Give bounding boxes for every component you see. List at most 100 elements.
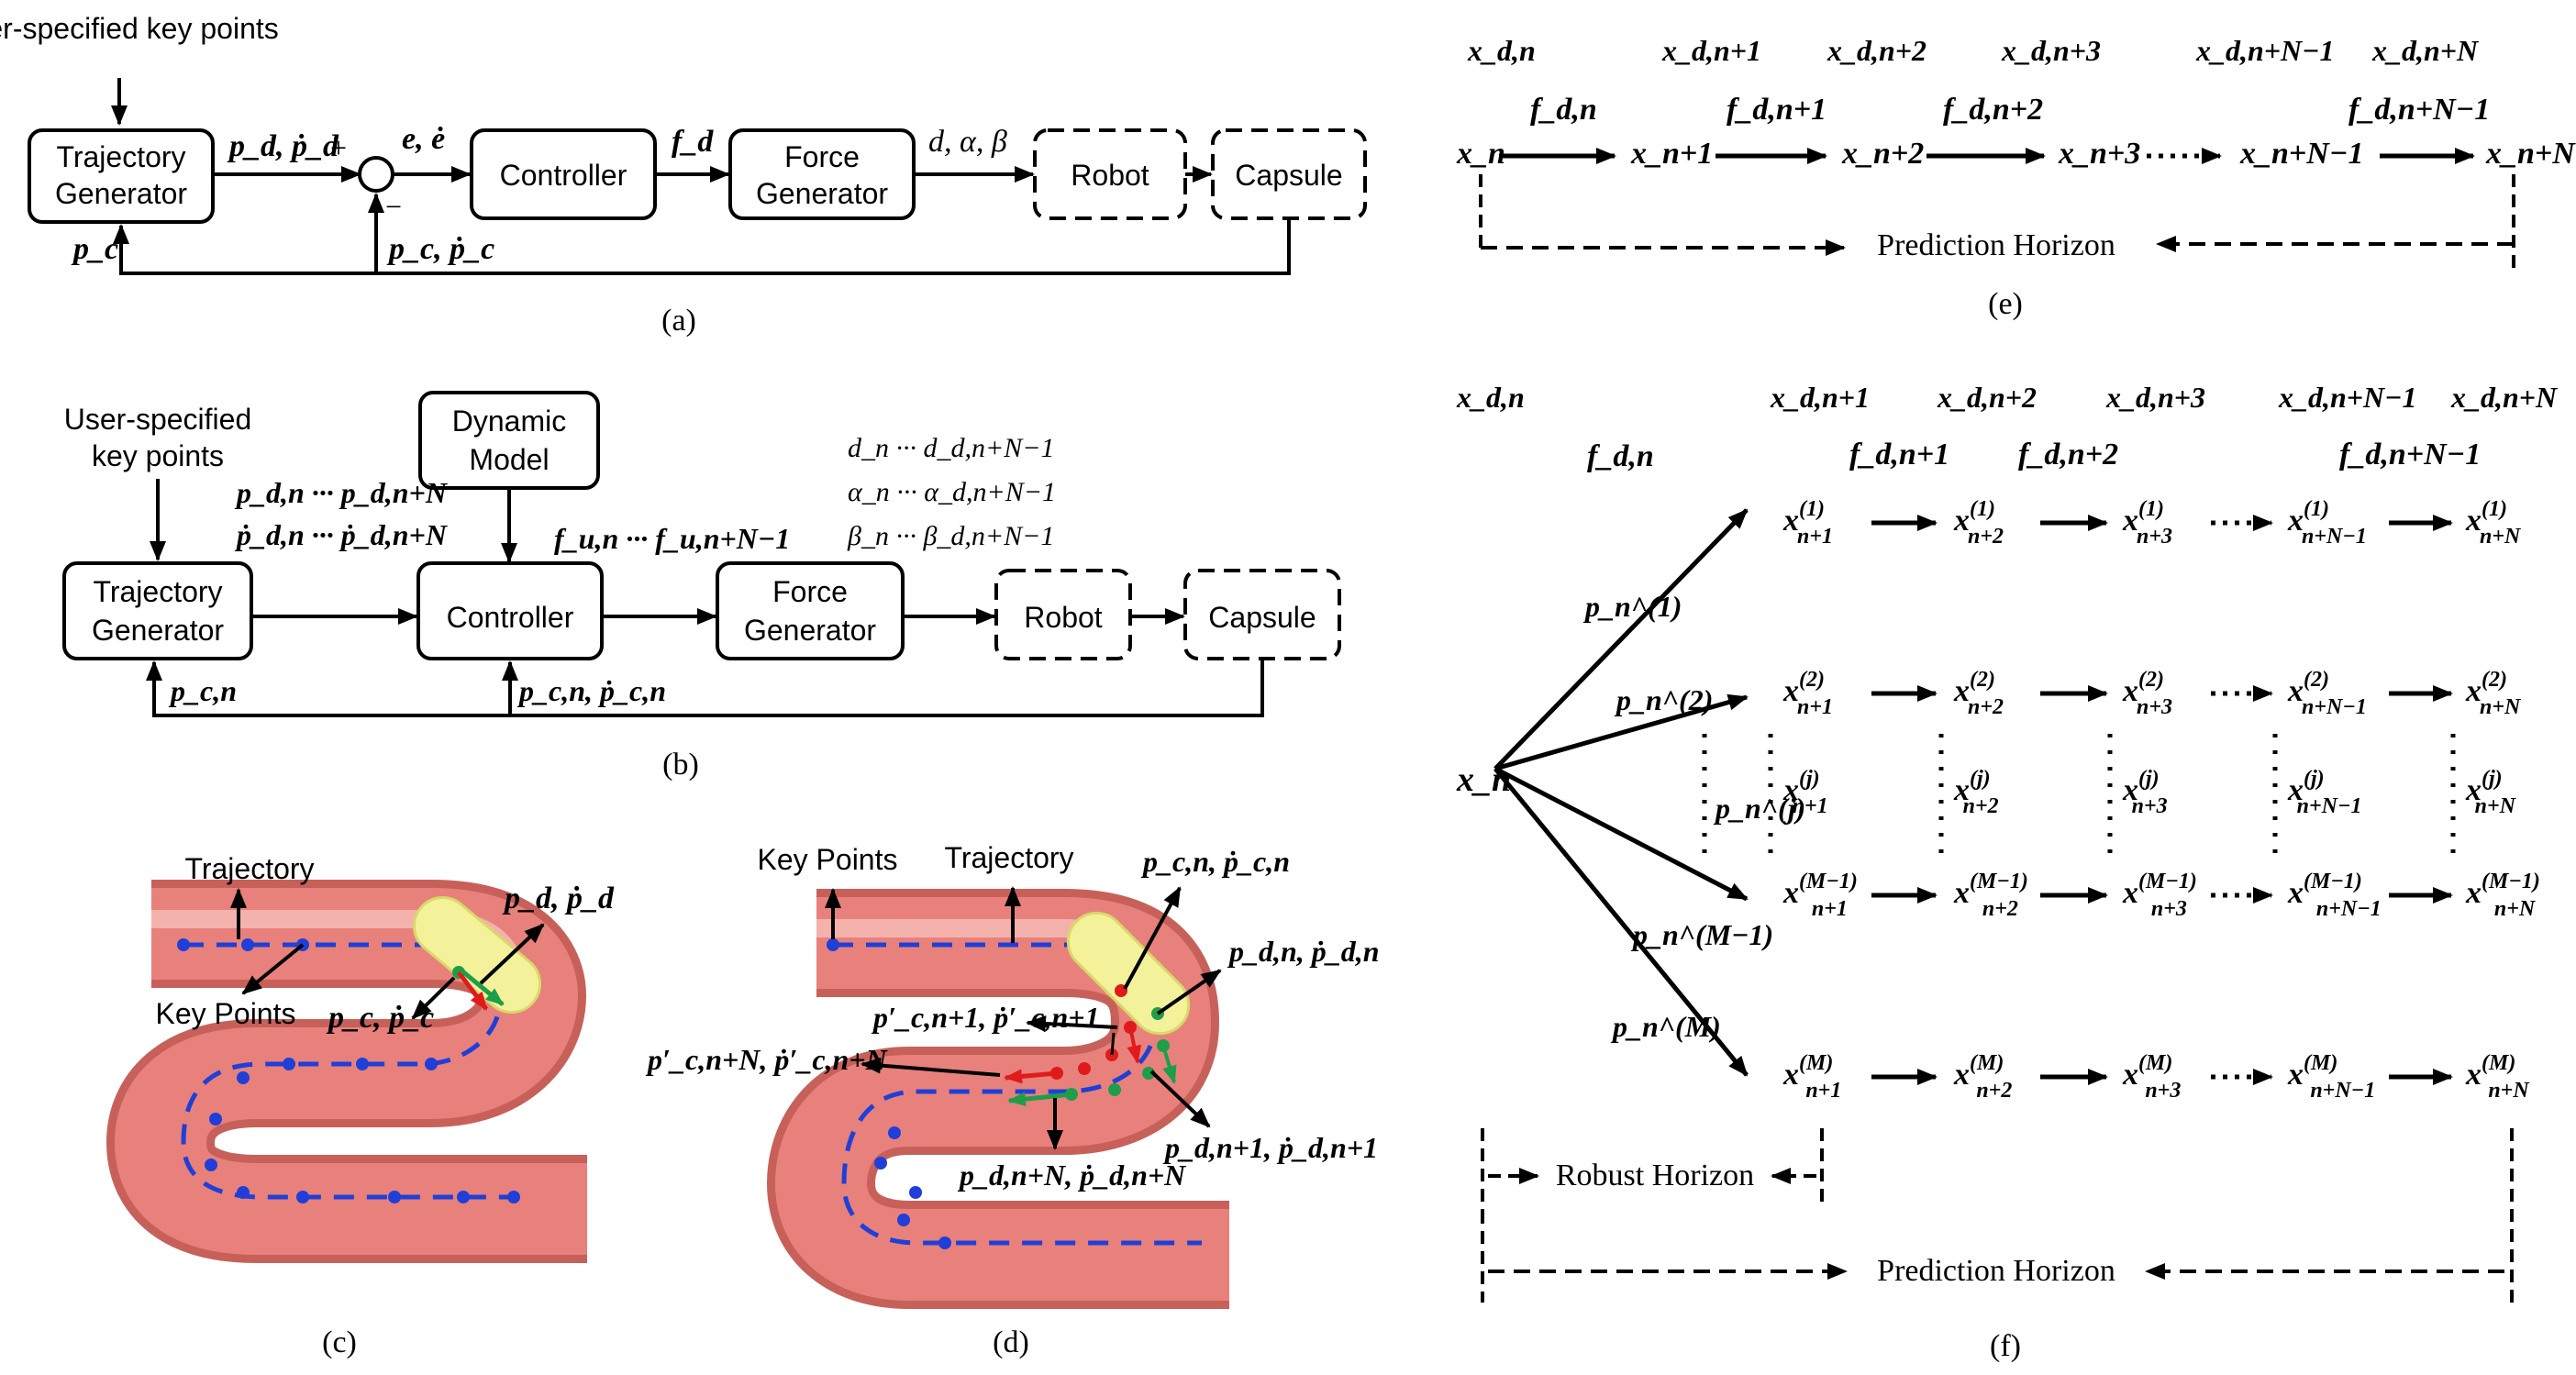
- b-caption: (b): [662, 748, 699, 782]
- f-scenario-state: x(M)n+1: [1782, 1051, 1841, 1103]
- c-pd-label: p_d, ṗ_d: [502, 882, 615, 915]
- d-key-point: [909, 1186, 922, 1199]
- f-scenario-branches: p_n^(1)p_n^(2)p_n^(j)p_n^(M−1)p_n^(M): [1493, 508, 1805, 1077]
- a-pcdot-label: p_c, ṗ_c: [386, 232, 494, 266]
- e-state: x_n+N−1: [2239, 137, 2363, 171]
- b-fu-range: f_u,n ··· f_u,n+N−1: [554, 522, 790, 555]
- d-key-point: [827, 938, 839, 951]
- f-scenario-state: x(1)n+2: [1953, 497, 2004, 549]
- a-user-points-label: User-specified key points: [0, 12, 279, 45]
- c-key-point: [356, 1058, 369, 1070]
- c-pc-label: p_c, ṗ_c: [326, 1001, 434, 1035]
- b-force-generator-box: [716, 561, 905, 660]
- f-scenario-state: x(M)n+2: [1953, 1051, 2012, 1103]
- f-branch-label: p_n^(2): [1614, 683, 1713, 716]
- f-desired-force: f_d,n+N−1: [2339, 438, 2481, 471]
- d-capsule: [1066, 911, 1191, 1036]
- c-desired-velocity-arrow: [460, 969, 505, 1006]
- f-scenario-state: x(2)n+2: [1953, 668, 2004, 719]
- d-key-points: [827, 938, 951, 1249]
- a-force-generator-line2: Generator: [756, 177, 888, 210]
- d-key-point: [897, 1214, 910, 1226]
- f-scenario-state: x(1)n+N−1: [2287, 497, 2367, 549]
- b-capsule-label: Capsule: [1208, 601, 1316, 634]
- f-desired-force: f_d,n+2: [2018, 438, 2118, 471]
- c-key-point: [388, 1191, 401, 1203]
- f-branch-label: p_n^(M): [1610, 1010, 1721, 1043]
- d-pdn1-label: p_d,n+1, ṗ_d,n+1: [1162, 1131, 1378, 1164]
- f-desired-state: x_d,n: [1456, 381, 1525, 414]
- c-key-points: [177, 938, 520, 1203]
- b-pcn-label: p_c,n: [168, 674, 237, 707]
- f-scenario-state: x(M)n+N: [2465, 1051, 2530, 1103]
- f-desired-force: f_d,n: [1587, 439, 1654, 473]
- d-key-points-label: Key Points: [758, 843, 898, 876]
- b-pd-range: p_d,n ··· p_d,n+N: [234, 476, 449, 509]
- f-scenario-state: x(M−1)n+N−1: [2287, 870, 2382, 921]
- f-scenario-state: x(1)n+N: [2465, 497, 2522, 549]
- panel-d: Key Points Trajectory p_c,n, ṗ_c,n p_d,n…: [645, 841, 1380, 1359]
- a-robot-box: [1033, 128, 1187, 220]
- c-key-point: [296, 1191, 309, 1203]
- b-beta-range: β_n ··· β_d,n+N−1: [847, 521, 1054, 551]
- f-scenario-state: x(j)n+N: [2465, 767, 2517, 818]
- f-desired-state: x_d,n+2: [1937, 381, 2037, 414]
- e-desired-force: f_d,n: [1530, 93, 1597, 127]
- d-predicted-points: [1050, 984, 1137, 1080]
- b-force-generator-line2: Generator: [744, 614, 876, 647]
- a-e-label: e, ė: [402, 122, 445, 156]
- e-desired-state: x_d,n+N: [2371, 34, 2480, 67]
- d-pcn-label: p_c,n, ṗ_c,n: [1140, 845, 1290, 878]
- f-branch-arrow: [1493, 508, 1749, 771]
- d-desired-point: [1108, 1083, 1121, 1096]
- b-pddot-range: ṗ_d,n ··· ṗ_d,n+N: [234, 518, 449, 551]
- f-desired-state: x_d,n+N−1: [2278, 381, 2417, 414]
- c-key-point: [457, 1191, 470, 1203]
- c-key-point: [177, 938, 190, 951]
- b-dynamic-model-line2: Model: [469, 443, 549, 476]
- b-d-range: d_n ··· d_d,n+N−1: [848, 433, 1055, 463]
- a-controller-label: Controller: [500, 159, 627, 192]
- c-velocity-arrow: [457, 970, 488, 1011]
- f-scenario-state: x(j)n+2: [1953, 767, 1999, 818]
- e-state: x_n+3: [2058, 137, 2140, 171]
- a-caption: (a): [661, 304, 696, 338]
- f-desired-state: x_d,n+1: [1770, 381, 1870, 414]
- f-branch-label: p_n^(1): [1582, 590, 1682, 623]
- f-scenario-state: x(M)n+N−1: [2287, 1051, 2375, 1103]
- f-scenario-state: x(j)n+N−1: [2287, 767, 2362, 818]
- f-scenario-state: x(1)n+3: [2122, 497, 2172, 549]
- f-scenario-state: x(M−1)n+3: [2122, 870, 2197, 921]
- e-desired-state: x_d,n+N−1: [2195, 34, 2335, 67]
- e-desired-force: f_d,n+1: [1727, 93, 1827, 127]
- e-desired-force: f_d,n+2: [1943, 93, 2043, 127]
- f-scenario-state: x(2)n+N: [2465, 668, 2522, 719]
- f-scenario-state: x(j)n+1: [1782, 767, 1828, 818]
- f-scenario-state: x(2)n+1: [1782, 668, 1833, 719]
- f-scenario-state: x(2)n+N−1: [2287, 668, 2367, 719]
- a-capsule-label: Capsule: [1235, 159, 1342, 192]
- a-pd-label: p_d, ṗ_d: [227, 129, 339, 163]
- f-branch-arrow: [1493, 766, 1749, 902]
- b-trajectory-generator-line2: Generator: [92, 614, 224, 647]
- c-key-point: [205, 1159, 217, 1171]
- panel-a: User-specified key points Trajectory Gen…: [0, 12, 1367, 338]
- a-minus: −: [385, 190, 402, 223]
- panel-b: User-specified key points Dynamic Model …: [62, 391, 1341, 782]
- e-prediction-horizon-label: Prediction Horizon: [1877, 228, 2115, 262]
- d-trajectory-label: Trajectory: [944, 841, 1073, 874]
- a-pc-label: p_c: [71, 232, 118, 266]
- c-key-point: [237, 1186, 250, 1199]
- b-trajectory-generator-line1: Trajectory: [93, 575, 222, 608]
- b-user-points-line1: User-specified: [64, 403, 252, 436]
- f-origin-state: x_n: [1456, 760, 1511, 799]
- f-branch-arrow: [1494, 693, 1749, 771]
- f-desired-state: x_d,n+N: [2450, 381, 2559, 414]
- d-predicted-arrow: [1004, 1069, 1058, 1084]
- a-dab-label: d, α, β: [928, 125, 1007, 159]
- c-caption: (c): [322, 1325, 357, 1359]
- e-desired-force: f_d,n+N−1: [2348, 93, 2490, 127]
